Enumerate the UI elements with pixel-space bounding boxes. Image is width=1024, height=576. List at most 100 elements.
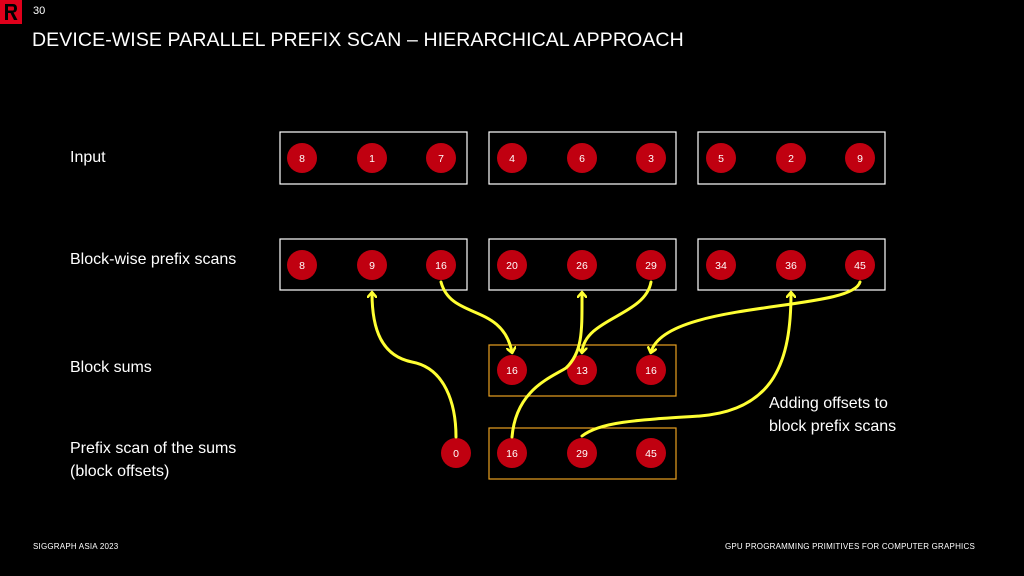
scan-node-1-1-value: 26 bbox=[576, 260, 588, 272]
input-node-2-0: 5 bbox=[706, 143, 736, 173]
scan-node-2-1-circle bbox=[776, 250, 806, 280]
scan-node-1-1-circle bbox=[567, 250, 597, 280]
label-block-scans: Block-wise prefix scans bbox=[70, 251, 237, 268]
footer-right: GPU PROGRAMMING PRIMITIVES FOR COMPUTER … bbox=[724, 542, 975, 551]
input-node-0-1: 1 bbox=[357, 143, 387, 173]
input-node-0-0-value: 8 bbox=[299, 153, 305, 165]
prefix-sum-node-1: 29 bbox=[567, 438, 597, 468]
block-sum-node-0: 16 bbox=[497, 355, 527, 385]
scan-node-1-0-circle bbox=[497, 250, 527, 280]
scan-block-0 bbox=[279, 238, 468, 291]
label-prefix-sums-line1: Prefix scan of the sums bbox=[70, 440, 237, 457]
block-sum-node-0-value: 16 bbox=[506, 365, 518, 377]
prefix-sum-node-2-value: 45 bbox=[645, 448, 657, 460]
scan-block-2 bbox=[697, 238, 886, 291]
arrow-45-to-sum-2 bbox=[651, 280, 862, 352]
scan-node-2-0: 34 bbox=[706, 250, 736, 280]
scan-node-0-0-circle bbox=[287, 250, 317, 280]
scan-node-0-2: 16 bbox=[426, 250, 456, 280]
offset-zero-node: 0 bbox=[441, 438, 471, 468]
scan-node-0-1: 9 bbox=[357, 250, 387, 280]
arrow-offset-29-to-block-2 bbox=[580, 293, 791, 438]
arrow-offset-0-to-block-0 bbox=[372, 293, 458, 439]
block-sum-node-2: 16 bbox=[636, 355, 666, 385]
footer-left: SIGGRAPH ASIA 2023 bbox=[33, 542, 119, 551]
offset-zero-node-value: 0 bbox=[453, 448, 459, 460]
input-node-0-0: 8 bbox=[287, 143, 317, 173]
input-node-1-0-circle bbox=[497, 143, 527, 173]
scan-node-2-2-value: 45 bbox=[854, 260, 866, 272]
label-prefix-sums-line2: (block offsets) bbox=[70, 463, 170, 480]
block-sum-node-0-circle bbox=[497, 355, 527, 385]
offset-note-line1: Adding offsets to bbox=[769, 395, 888, 412]
scan-node-1-1: 26 bbox=[567, 250, 597, 280]
scan-node-2-0-circle bbox=[706, 250, 736, 280]
block-sum-node-2-value: 16 bbox=[645, 365, 657, 377]
company-logo bbox=[0, 0, 22, 24]
input-node-1-1-value: 6 bbox=[579, 153, 585, 165]
scan-node-2-2: 45 bbox=[845, 250, 875, 280]
scan-node-1-2: 29 bbox=[636, 250, 666, 280]
input-node-1-0-value: 4 bbox=[509, 153, 515, 165]
block-sum-node-2-circle bbox=[636, 355, 666, 385]
input-node-0-2-value: 7 bbox=[438, 153, 444, 165]
prefix-sum-node-1-value: 29 bbox=[576, 448, 588, 460]
arrow-16-to-sum-0 bbox=[439, 280, 512, 352]
input-block-1 bbox=[488, 131, 677, 185]
scan-node-1-2-circle bbox=[636, 250, 666, 280]
block-sum-node-1-circle bbox=[567, 355, 597, 385]
scan-node-0-0-value: 8 bbox=[299, 260, 305, 272]
scan-node-0-1-circle bbox=[357, 250, 387, 280]
scan-node-0-2-value: 16 bbox=[435, 260, 447, 272]
input-node-1-2: 3 bbox=[636, 143, 666, 173]
slide-title: DEVICE-WISE PARALLEL PREFIX SCAN – HIERA… bbox=[32, 29, 684, 51]
input-node-1-2-circle bbox=[636, 143, 666, 173]
block-sum-node-1: 13 bbox=[567, 355, 597, 385]
prefix-sums-box bbox=[488, 427, 677, 480]
input-node-2-2-circle bbox=[845, 143, 875, 173]
label-block-sums: Block sums bbox=[70, 359, 152, 376]
prefix-sum-node-0: 16 bbox=[497, 438, 527, 468]
input-node-2-1: 2 bbox=[776, 143, 806, 173]
scan-node-0-1-value: 9 bbox=[369, 260, 375, 272]
input-block-2 bbox=[697, 131, 886, 185]
offset-note: Adding offsets to block prefix scans bbox=[769, 392, 896, 438]
scan-node-2-0-value: 34 bbox=[715, 260, 727, 272]
prefix-sum-node-0-value: 16 bbox=[506, 448, 518, 460]
input-node-2-2-value: 9 bbox=[857, 153, 863, 165]
scan-node-1-0-value: 20 bbox=[506, 260, 518, 272]
scan-block-1 bbox=[488, 238, 677, 291]
input-node-0-2-circle bbox=[426, 143, 456, 173]
scan-node-2-1-value: 36 bbox=[785, 260, 797, 272]
input-node-0-0-circle bbox=[287, 143, 317, 173]
input-node-0-1-circle bbox=[357, 143, 387, 173]
offset-zero-node-circle bbox=[441, 438, 471, 468]
scan-node-2-1: 36 bbox=[776, 250, 806, 280]
block-sum-node-1-value: 13 bbox=[576, 365, 588, 377]
scan-node-1-2-value: 29 bbox=[645, 260, 657, 272]
arrow-29-to-sum-1 bbox=[582, 280, 653, 352]
arrow-offset-16-to-block-1 bbox=[510, 293, 582, 439]
input-node-2-2: 9 bbox=[845, 143, 875, 173]
input-node-1-1: 6 bbox=[567, 143, 597, 173]
label-input: Input bbox=[70, 149, 106, 166]
scan-node-1-0: 20 bbox=[497, 250, 527, 280]
input-block-0 bbox=[279, 131, 468, 185]
input-node-2-1-value: 2 bbox=[788, 153, 794, 165]
input-node-1-2-value: 3 bbox=[648, 153, 654, 165]
input-node-2-0-value: 5 bbox=[718, 153, 724, 165]
input-node-1-0: 4 bbox=[497, 143, 527, 173]
logo-r-icon bbox=[5, 4, 18, 20]
input-node-2-0-circle bbox=[706, 143, 736, 173]
label-prefix-sums: Prefix scan of the sums (block offsets) bbox=[70, 437, 236, 483]
scan-node-0-2-circle bbox=[426, 250, 456, 280]
input-node-0-1-value: 1 bbox=[369, 153, 375, 165]
input-node-2-1-circle bbox=[776, 143, 806, 173]
prefix-sum-node-1-circle bbox=[567, 438, 597, 468]
input-node-0-2: 7 bbox=[426, 143, 456, 173]
scan-node-0-0: 8 bbox=[287, 250, 317, 280]
slide-number: 30 bbox=[33, 5, 46, 17]
offset-note-line2: block prefix scans bbox=[769, 418, 897, 435]
prefix-sum-node-0-circle bbox=[497, 438, 527, 468]
